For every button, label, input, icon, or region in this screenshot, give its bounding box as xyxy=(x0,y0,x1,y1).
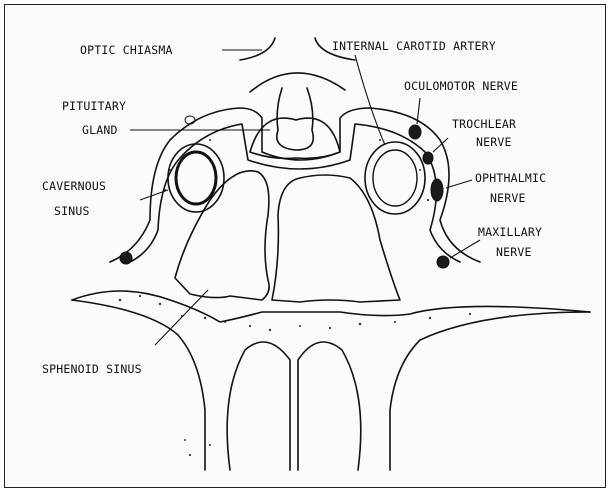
nasal-cavity-left xyxy=(227,342,290,470)
maxilla-left xyxy=(72,300,205,470)
nasal-cavity-right xyxy=(298,342,361,470)
maxillary-nerve-dot-right xyxy=(437,256,449,268)
label-trochlear-nerve-1: TROCHLEAR xyxy=(452,118,516,131)
optic-chiasma-arc-inner xyxy=(250,73,345,92)
label-maxillary-nerve-1: MAXILLARY xyxy=(478,226,542,239)
label-optic-chiasma: OPTIC CHIASMA xyxy=(80,44,173,57)
ophthalmic-nerve-dot xyxy=(431,179,443,201)
label-maxillary-nerve-2: NERVE xyxy=(496,246,532,259)
nerve-dot-left-upper xyxy=(185,116,195,124)
carotid-artery-right-outer xyxy=(365,142,425,214)
label-cavernous-sinus-1: CAVERNOUS xyxy=(42,180,106,193)
sphenoid-sinus-right xyxy=(272,175,400,302)
label-sphenoid-sinus: SPHENOID SINUS xyxy=(42,363,142,376)
label-pituitary-gland-1: PITUITARY xyxy=(62,100,126,113)
label-internal-carotid-artery: INTERNAL CAROTID ARTERY xyxy=(332,40,496,53)
maxillary-nerve-dot-left xyxy=(120,252,132,264)
leader-cavernous xyxy=(140,190,168,200)
leader-oculomotor xyxy=(417,98,420,124)
leader-ophthalmic xyxy=(446,180,472,188)
label-pituitary-gland-2: GLAND xyxy=(82,124,118,137)
label-trochlear-nerve-2: NERVE xyxy=(476,136,512,149)
oculomotor-nerve-dot xyxy=(409,125,421,139)
label-oculomotor-nerve: OCULOMOTOR NERVE xyxy=(404,80,518,93)
optic-chiasma-arc-left xyxy=(240,38,275,60)
label-cavernous-sinus-2: SINUS xyxy=(54,205,90,218)
label-ophthalmic-nerve-2: NERVE xyxy=(490,192,526,205)
leader-internal-carotid xyxy=(355,55,385,145)
carotid-artery-right-inner xyxy=(373,150,417,206)
skull-base-contour xyxy=(72,291,590,322)
maxilla-right xyxy=(390,312,590,470)
trochlear-nerve-dot xyxy=(423,152,433,164)
carotid-artery-left-inner xyxy=(176,152,216,204)
label-ophthalmic-nerve-1: OPHTHALMIC xyxy=(475,172,546,185)
